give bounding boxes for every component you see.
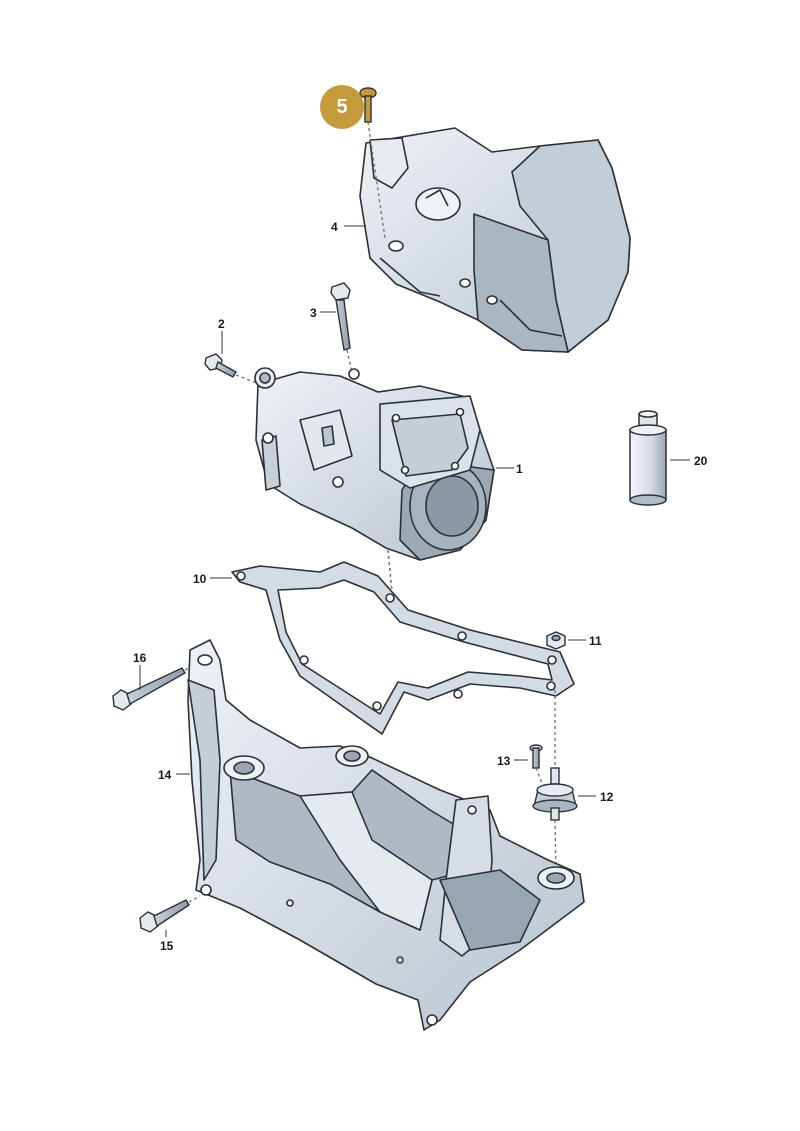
rubber-mount-icon — [532, 690, 578, 873]
callout-label[interactable]: 1 — [516, 462, 523, 476]
bracket-part-14 — [187, 639, 585, 1031]
callout-label[interactable]: 3 — [310, 306, 317, 320]
callout-label[interactable]: 20 — [694, 454, 708, 468]
callout-label[interactable]: 14 — [158, 768, 172, 782]
gasket-part-10 — [231, 549, 575, 735]
hex-bolt-icon — [139, 895, 201, 933]
callout-label[interactable]: 11 — [589, 634, 602, 648]
hex-bolt-icon — [204, 353, 263, 386]
callout-label[interactable]: 15 — [160, 939, 174, 953]
callout-label[interactable]: 13 — [497, 754, 511, 768]
highlighted-part-badge[interactable]: 5 — [320, 85, 364, 129]
callout-label[interactable]: 12 — [600, 790, 614, 804]
callout-label[interactable]: 16 — [133, 651, 147, 665]
leader-lines — [139, 225, 690, 937]
hex-bolt-icon — [330, 282, 353, 373]
compressor-part-1 — [254, 367, 495, 561]
callout-label[interactable]: 4 — [331, 220, 338, 234]
screw-icon — [529, 744, 544, 787]
screw-icon — [359, 87, 386, 239]
cover-part-4 — [359, 127, 631, 353]
callout-label[interactable]: 10 — [193, 572, 207, 586]
nut-icon — [546, 631, 566, 650]
oil-bottle-icon — [629, 410, 667, 506]
callout-label[interactable]: 2 — [218, 317, 225, 331]
